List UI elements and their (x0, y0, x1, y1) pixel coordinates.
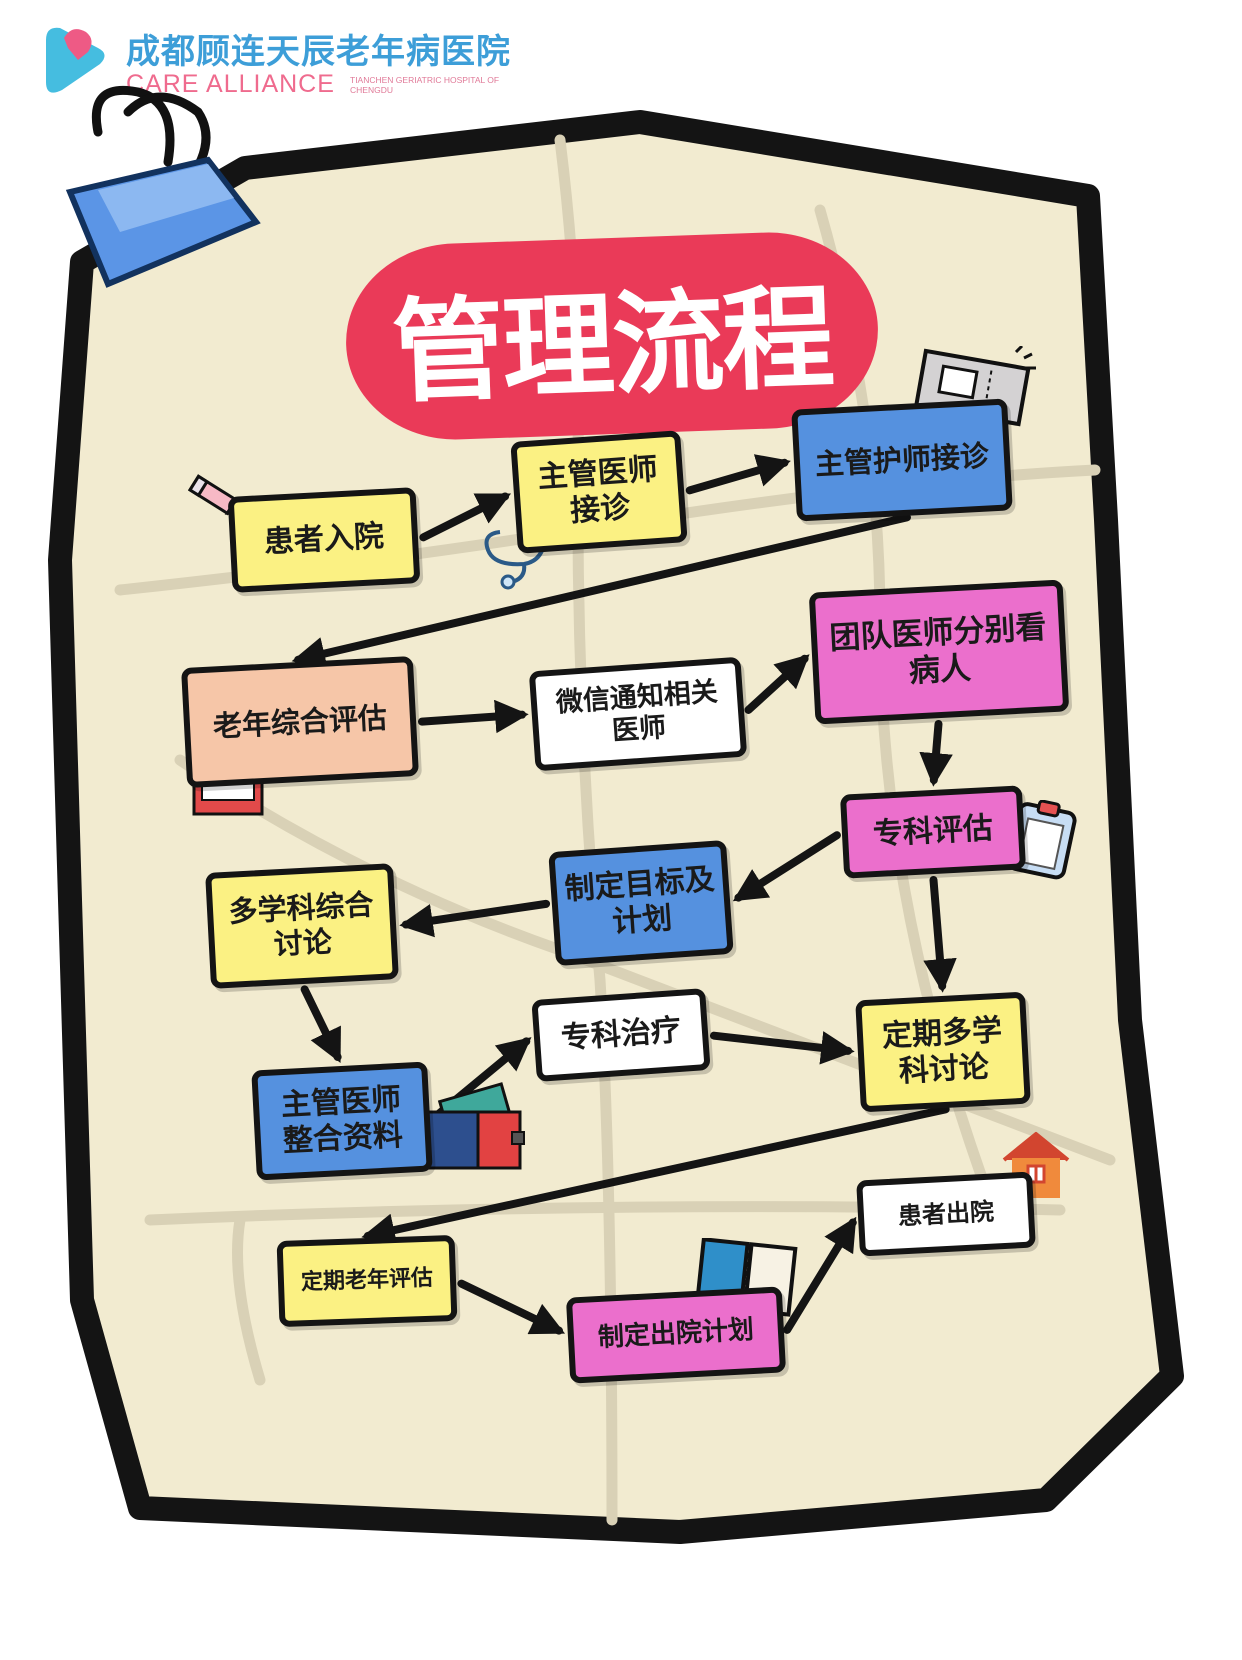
step-attending-doctor-visit: 主管医师接诊 (510, 430, 688, 554)
flow-arrow-15 (783, 1216, 857, 1334)
step-team-doctors-visit: 团队医师分别看病人 (808, 579, 1070, 725)
flow-arrow-6 (919, 719, 953, 787)
flow-arrow-9 (300, 985, 342, 1064)
step-specialty-assessment: 专科评估 (839, 785, 1027, 879)
step-geriatric-assessment: 老年综合评估 (181, 656, 419, 788)
flow-arrow-11 (709, 1031, 855, 1065)
step-mdt-discussion: 多学科综合讨论 (205, 863, 399, 989)
flow-arrow-5 (744, 654, 810, 714)
page-title: 管理流程 (390, 273, 835, 419)
step-regular-mdt: 定期多学科讨论 (855, 991, 1031, 1113)
step-patient-admission: 患者入院 (227, 487, 421, 593)
step-set-goals-plan: 制定目标及计划 (548, 839, 734, 967)
step-specialty-treatment: 专科治疗 (531, 988, 711, 1082)
hospital-name-cn: 成都顾连天辰老年病医院 (126, 32, 511, 72)
flow-arrow-7 (732, 831, 841, 902)
flow-arrow-1 (419, 492, 512, 542)
flow-arrows (291, 454, 957, 1335)
step-patient-discharge: 患者出院 (856, 1171, 1036, 1257)
stethoscope-icon (484, 525, 547, 590)
step-attending-nurse-visit: 主管护师接诊 (791, 398, 1013, 522)
logo-icon (46, 27, 105, 93)
hospital-sub-en: TIANCHEN GERIATRIC HOSPITAL OF CHENGDU (350, 75, 500, 95)
flow-arrow-3 (291, 513, 911, 670)
flow-arrow-8 (399, 899, 551, 938)
flow-arrow-13 (361, 1105, 950, 1247)
step-regular-geriatric-assessment: 定期老年评估 (276, 1234, 458, 1328)
hospital-header: 成都顾连天辰老年病医院 CARE ALLIANCE TIANCHEN GERIA… (38, 18, 638, 108)
flow-arrow-2 (685, 454, 791, 495)
step-wechat-notify: 微信通知相关医师 (528, 656, 748, 772)
binder-clip-icon (65, 85, 261, 288)
flow-arrow-4 (417, 699, 529, 734)
step-doctor-integrate-data: 主管医师整合资料 (251, 1061, 433, 1181)
step-discharge-plan: 制定出院计划 (565, 1286, 787, 1384)
flow-arrow-12 (923, 875, 957, 993)
wallet-icon (426, 1082, 525, 1170)
flow-arrow-14 (457, 1279, 566, 1335)
